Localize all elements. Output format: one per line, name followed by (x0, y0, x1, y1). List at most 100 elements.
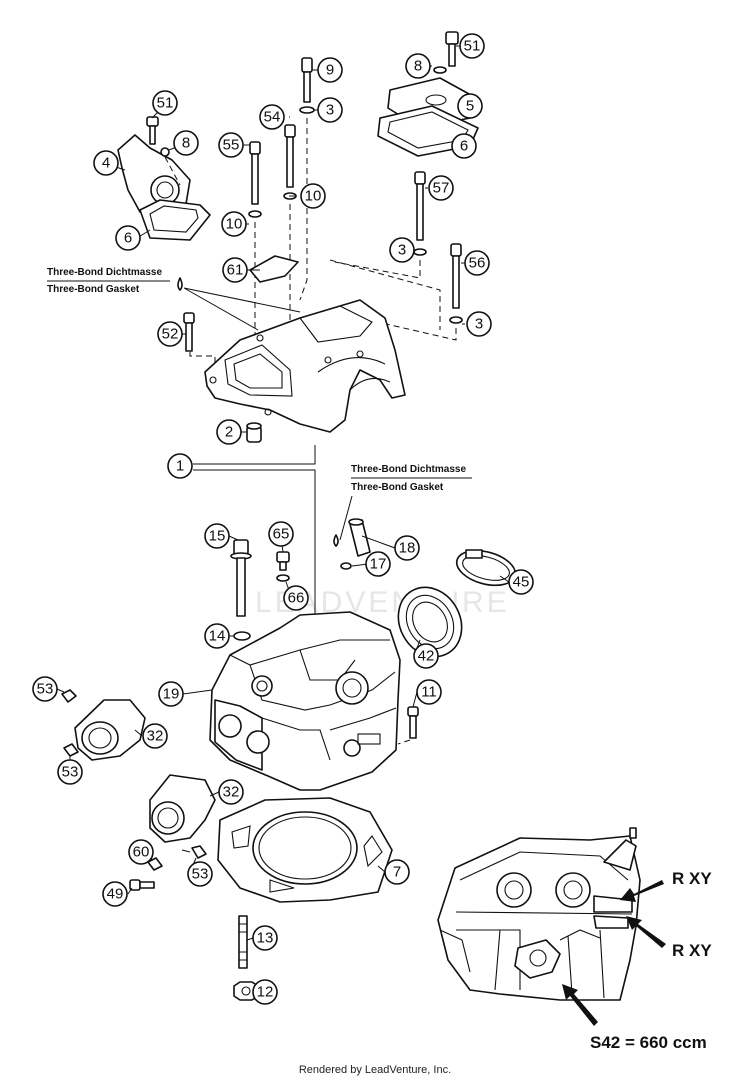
bolt-57 (414, 171, 426, 241)
svg-text:32: 32 (223, 784, 240, 801)
assembly-line (164, 156, 181, 186)
callout-53-lower: 53 (57, 759, 83, 785)
leader-line (339, 495, 353, 541)
washer-3-mid (413, 248, 427, 256)
assembly-line (299, 118, 308, 301)
sealant-droplet (333, 534, 339, 547)
o-ring-flange (191, 845, 207, 859)
callout-17: 17 (365, 551, 391, 577)
svg-text:3: 3 (475, 316, 483, 333)
arrow-lower-marker (626, 916, 666, 948)
spacer-60 (147, 857, 163, 871)
svg-text:2: 2 (225, 424, 233, 441)
thermostat-gasket (139, 199, 211, 241)
callout-55: 55 (218, 132, 244, 158)
callout-3-mid: 3 (389, 237, 415, 263)
sealant-note-de-top: Three-Bond Dichtmasse (47, 267, 162, 278)
callout-3-top: 3 (317, 97, 343, 123)
callout-4: 4 (93, 150, 119, 176)
screw-11 (407, 706, 419, 739)
spec-label: S42 = 660 ccm (590, 1033, 707, 1052)
svg-text:52: 52 (162, 326, 179, 343)
callout-52: 52 (157, 321, 183, 347)
svg-text:53: 53 (37, 681, 54, 698)
leader-line (183, 287, 301, 331)
callout-9: 9 (317, 57, 343, 83)
svg-text:1: 1 (176, 458, 184, 475)
svg-text:32: 32 (147, 728, 164, 745)
callout-11: 11 (416, 679, 442, 705)
svg-text:66: 66 (288, 590, 305, 607)
washer-8-left (160, 147, 170, 157)
marker-upper: R XY (672, 869, 712, 888)
sealant-droplet (177, 277, 183, 291)
callout-leaders (56, 45, 510, 993)
callout-32-lower: 32 (218, 779, 244, 805)
arrow-spec-marker (562, 984, 598, 1026)
callout-53-flange: 53 (187, 861, 213, 887)
callout-32-upper: 32 (142, 723, 168, 749)
callout-49: 49 (102, 881, 128, 907)
washer-66 (276, 574, 290, 582)
intake-boot (397, 586, 463, 658)
assembly-line (334, 260, 457, 341)
callout-14: 14 (204, 623, 230, 649)
bolt-54 (284, 124, 296, 188)
svg-text:17: 17 (370, 556, 387, 573)
callout-56: 56 (464, 250, 490, 276)
svg-text:45: 45 (513, 574, 530, 591)
stud-13 (238, 915, 248, 969)
screw-65 (276, 551, 290, 571)
bolt-49 (129, 879, 155, 891)
bolt-9 (301, 57, 313, 103)
callout-10-left: 10 (221, 211, 247, 237)
sealant-note-en-top: Three-Bond Gasket (47, 284, 140, 295)
callout-19: 19 (158, 681, 184, 707)
callout-5: 5 (457, 93, 483, 119)
svg-text:9: 9 (326, 62, 334, 79)
callout-53-upper: 53 (32, 676, 58, 702)
assembly-line (329, 259, 441, 330)
callout-42: 42 (413, 643, 439, 669)
bolt-56 (450, 243, 462, 309)
svg-text:53: 53 (192, 866, 209, 883)
svg-text:53: 53 (62, 764, 79, 781)
svg-text:5: 5 (466, 98, 474, 115)
svg-text:54: 54 (264, 109, 281, 126)
callout-2: 2 (216, 419, 242, 445)
svg-text:6: 6 (460, 138, 468, 155)
cylinder-head (209, 611, 401, 791)
callout-65: 65 (268, 521, 294, 547)
washer-14 (233, 631, 251, 641)
callout-8-top: 8 (405, 53, 431, 79)
svg-text:3: 3 (398, 242, 406, 259)
o-ring-lower (63, 743, 79, 757)
callout-7: 7 (384, 859, 410, 885)
bolt-55 (249, 141, 261, 205)
callout-18: 18 (394, 535, 420, 561)
washer-8-top (433, 66, 447, 74)
callout-6-left: 6 (115, 225, 141, 251)
cylinder-head-cover (204, 299, 406, 433)
bolt-51-top (445, 31, 459, 67)
svg-text:15: 15 (209, 528, 226, 545)
svg-text:8: 8 (414, 58, 422, 75)
svg-text:4: 4 (102, 155, 110, 172)
arrow-upper-marker (620, 880, 664, 902)
sealing-plug (246, 422, 262, 443)
svg-text:3: 3 (326, 102, 334, 119)
callout-51-top: 51 (459, 33, 485, 59)
callout-66: 66 (283, 585, 309, 611)
svg-text:7: 7 (393, 864, 401, 881)
svg-text:6: 6 (124, 230, 132, 247)
svg-text:57: 57 (433, 180, 450, 197)
washer-3-low (449, 316, 463, 324)
svg-text:65: 65 (273, 526, 290, 543)
callout-57: 57 (428, 175, 454, 201)
o-ring-upper (61, 689, 77, 703)
svg-text:10: 10 (226, 216, 243, 233)
svg-text:14: 14 (209, 628, 226, 645)
sealant-note-de-mid: Three-Bond Dichtmasse (351, 464, 466, 475)
bolt-15 (230, 539, 252, 617)
